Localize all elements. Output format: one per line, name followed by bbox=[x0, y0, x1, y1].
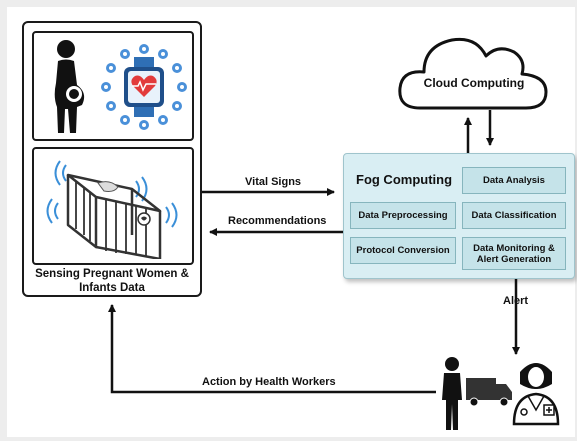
ambulance-icon bbox=[466, 378, 512, 407]
data-preprocessing-cell: Data Preprocessing bbox=[350, 202, 456, 229]
recommendations-label: Recommendations bbox=[228, 215, 327, 227]
cloud-label: Cloud Computing bbox=[423, 76, 525, 90]
data-classification-cell: Data Classification bbox=[462, 202, 566, 229]
sensing-panel: Sensing Pregnant Women & Infants Data bbox=[22, 21, 202, 297]
pregnant-woman-icon bbox=[54, 40, 85, 133]
maternal-wearables-box bbox=[32, 31, 194, 141]
protocol-conversion-cell: Protocol Conversion bbox=[350, 237, 456, 264]
health-app-ring-icon bbox=[101, 44, 187, 130]
data-analysis-cell: Data Analysis bbox=[462, 167, 566, 194]
sensing-label: Sensing Pregnant Women & Infants Data bbox=[35, 268, 189, 294]
fog-title: Fog Computing bbox=[356, 172, 453, 187]
nurse-icon bbox=[512, 363, 560, 426]
action-label: Action by Health Workers bbox=[202, 376, 336, 388]
smartwatch-heart-icon bbox=[124, 57, 164, 117]
baby-crib-sensor-icon bbox=[46, 160, 178, 259]
infant-crib-box bbox=[32, 147, 194, 265]
action-arrow bbox=[108, 304, 436, 394]
alert-label: Alert bbox=[503, 295, 529, 307]
cloud-icon bbox=[398, 37, 548, 110]
data-monitoring-cell: Data Monitoring & Alert Generation bbox=[462, 237, 566, 270]
vital-signs-label: Vital Signs bbox=[245, 176, 302, 188]
health-worker-man-icon bbox=[442, 357, 462, 430]
fog-computing-box: Fog Computing Data Analysis Data Preproc… bbox=[343, 153, 575, 279]
